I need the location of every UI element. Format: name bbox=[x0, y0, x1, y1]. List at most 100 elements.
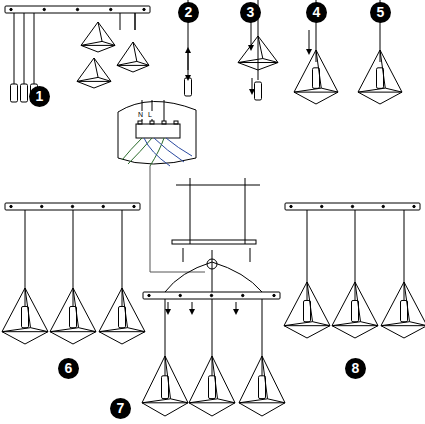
shade-frame bbox=[99, 288, 145, 332]
screw bbox=[183, 248, 184, 262]
triangle-shade bbox=[381, 282, 425, 326]
lamp-socket bbox=[119, 306, 126, 327]
terminal-label: N bbox=[137, 111, 144, 119]
callout-number: 4 bbox=[306, 2, 327, 23]
bar-hole bbox=[148, 294, 150, 296]
terminal-screw bbox=[138, 121, 142, 124]
lamp-socket bbox=[259, 376, 266, 399]
shade-base bbox=[381, 326, 425, 338]
mounting-bracket bbox=[172, 240, 256, 244]
canopy-bar bbox=[285, 203, 420, 210]
lamp-socket bbox=[162, 376, 169, 399]
shade-frame bbox=[358, 50, 402, 92]
callout-number: 1 bbox=[29, 86, 50, 107]
bar-hole bbox=[133, 205, 135, 207]
shade-base bbox=[294, 92, 338, 104]
bar-hole bbox=[71, 205, 73, 207]
house-wire bbox=[142, 100, 164, 121]
triangle-shade bbox=[77, 58, 111, 81]
bar-hole bbox=[273, 294, 275, 296]
callout-number: 5 bbox=[370, 2, 391, 23]
triangle-shade bbox=[142, 356, 188, 403]
bar-hole bbox=[10, 205, 12, 207]
shade-base bbox=[284, 326, 330, 338]
leader-line bbox=[150, 166, 151, 272]
shade-base bbox=[2, 332, 48, 344]
lamp-socket bbox=[209, 376, 216, 399]
canopy-bar bbox=[5, 203, 140, 210]
cord bbox=[262, 299, 263, 376]
bar-hole bbox=[413, 205, 415, 207]
canopy-bar bbox=[143, 292, 280, 299]
bar-hole bbox=[382, 205, 384, 207]
triangle-shade bbox=[284, 282, 330, 326]
triangle-shade bbox=[332, 282, 378, 326]
terminal-label: L bbox=[147, 111, 153, 119]
callout-number: 2 bbox=[178, 2, 199, 23]
shade-base bbox=[239, 403, 285, 416]
cord bbox=[212, 299, 213, 376]
bar-hole bbox=[321, 205, 323, 207]
shade-frame bbox=[50, 288, 96, 332]
lamp-socket bbox=[185, 78, 192, 96]
triangle-shade bbox=[189, 356, 235, 403]
bar-hole bbox=[43, 8, 45, 10]
triangle-shade bbox=[99, 288, 145, 332]
screw bbox=[250, 248, 251, 262]
shade-base bbox=[81, 45, 115, 52]
arrow bbox=[192, 302, 193, 312]
cord bbox=[188, 50, 189, 70]
bar-hole bbox=[110, 8, 112, 10]
wire-connector bbox=[207, 259, 217, 269]
shade-base bbox=[142, 403, 188, 416]
triangle-shade bbox=[117, 42, 149, 65]
cord bbox=[24, 13, 25, 84]
lamp-socket bbox=[11, 84, 18, 102]
lamp-socket bbox=[255, 82, 262, 100]
shade-base bbox=[238, 63, 278, 70]
shade-frame bbox=[381, 282, 425, 326]
mounting-screw bbox=[245, 178, 246, 244]
triangle-shade bbox=[358, 50, 402, 92]
shade-frame bbox=[239, 356, 285, 403]
terminal-screw bbox=[174, 121, 178, 124]
triangle-shade bbox=[238, 36, 278, 63]
shade-frame bbox=[81, 22, 115, 45]
arrow bbox=[236, 302, 237, 312]
bar-hole bbox=[242, 294, 244, 296]
cord bbox=[34, 13, 35, 84]
wire-bundle bbox=[165, 250, 262, 292]
bar-hole bbox=[351, 205, 353, 207]
shade-base bbox=[117, 65, 149, 72]
cord bbox=[135, 13, 136, 30]
mounting-screw bbox=[190, 178, 191, 244]
bar-hole bbox=[290, 205, 292, 207]
cord bbox=[309, 30, 310, 52]
bar-hole bbox=[179, 294, 181, 296]
bar-hole bbox=[143, 8, 145, 10]
shade-base bbox=[77, 81, 111, 88]
cord bbox=[135, 13, 136, 30]
shade-frame bbox=[238, 36, 278, 63]
callout-number: 8 bbox=[345, 358, 366, 379]
shade-frame bbox=[117, 42, 149, 65]
triangle-shade bbox=[239, 356, 285, 403]
triangle-shade bbox=[81, 22, 115, 45]
lamp-socket bbox=[21, 84, 28, 102]
lamp-socket bbox=[313, 68, 320, 89]
shade-base bbox=[332, 326, 378, 338]
shade-frame bbox=[294, 50, 338, 92]
bar-hole bbox=[102, 205, 104, 207]
shade-base bbox=[189, 403, 235, 416]
canopy-bar bbox=[5, 6, 150, 13]
callout-number: 6 bbox=[58, 358, 79, 379]
cord bbox=[14, 13, 15, 84]
bar-hole bbox=[10, 8, 12, 10]
ceiling-line bbox=[176, 185, 260, 186]
triangle-shade bbox=[294, 50, 338, 92]
lamp-socket bbox=[304, 300, 311, 321]
cord bbox=[165, 299, 166, 376]
shade-base bbox=[99, 332, 145, 344]
triangle-shade bbox=[2, 288, 48, 332]
lamp-socket bbox=[377, 68, 384, 89]
